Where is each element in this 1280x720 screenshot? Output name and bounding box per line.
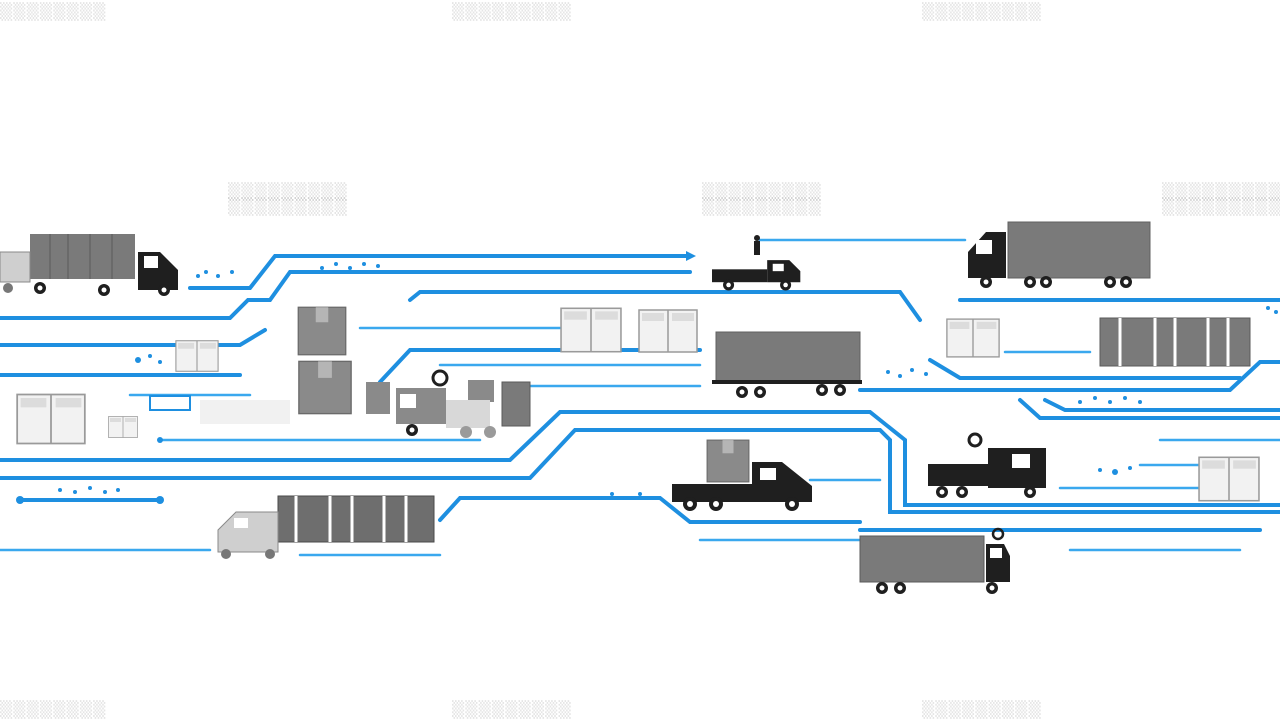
arrow-head: [686, 251, 696, 261]
flow-lines-thin: [0, 238, 1280, 557]
pickup-truck-icon: [672, 439, 812, 511]
box-icon: [297, 306, 531, 427]
truck-icon: [712, 331, 862, 398]
truck-icon: [968, 221, 1151, 288]
truck-icon: [217, 495, 435, 559]
truck-icon: [0, 234, 178, 296]
particle-dots: [16, 262, 1278, 504]
pickup-truck-icon: [712, 235, 801, 291]
truck-icon: [859, 527, 1010, 594]
pickup-truck-icon: [928, 432, 1046, 498]
flow-lines: [0, 254, 1280, 532]
forklift-icon: [149, 369, 496, 438]
container-icon: [1099, 317, 1251, 367]
